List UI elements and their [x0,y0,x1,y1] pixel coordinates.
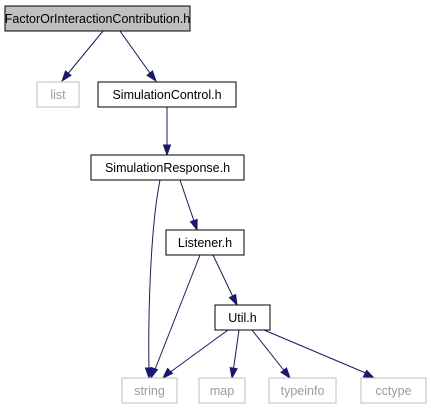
edge-util-to-cctype [263,329,376,379]
edge-arrowhead [280,367,291,380]
node-root-file-label: FactorOrInteractionContribution.h [5,12,191,26]
node-map-label: map [210,384,234,398]
node-map-box [198,377,246,404]
edge-line [232,329,240,373]
node-simulation-control-label: SimulationControl.h [112,88,221,102]
edge-arrowhead [228,293,238,307]
edge-simresp-to-listener [179,179,198,232]
node-simulation-response-box [90,154,245,181]
node-cctype-label: cctype [375,384,411,398]
edge-arrowhead [189,218,198,232]
edge-util-to-typeinfo [251,329,291,380]
node-simulation-response[interactable]: SimulationResponse.h [90,154,245,181]
edge-line [251,329,287,374]
edge-arrowhead [146,70,157,83]
node-listener-label: Listener.h [178,236,232,250]
edge-simresp-to-string [144,179,161,380]
edges-layer [61,30,376,380]
edge-line [168,329,229,374]
edge-arrowhead [229,366,238,380]
node-typeinfo-label: typeinfo [281,384,325,398]
node-list-box [36,81,80,108]
node-string-label: string [134,384,165,398]
node-map[interactable]: map [198,377,246,404]
edge-line [212,254,235,300]
node-simulation-response-label: SimulationResponse.h [105,161,230,175]
edge-line [119,30,153,77]
node-string[interactable]: string [121,377,178,404]
node-typeinfo[interactable]: typeinfo [268,377,337,404]
edge-arrowhead [161,367,174,380]
node-cctype[interactable]: cctype [360,377,427,404]
node-typeinfo-box [268,377,337,404]
node-util-box [214,304,271,331]
edge-simctrl-to-simresp [162,107,172,157]
edge-line [263,329,369,375]
edge-listener-to-string [150,254,201,380]
edge-listener-to-util [212,254,238,307]
node-root-file-box [4,5,191,32]
edge-util-to-map [229,329,240,380]
node-simulation-control-box [97,81,237,108]
edge-arrowhead [61,70,72,83]
edge-root-to-simctrl [119,30,157,83]
edge-line [65,30,104,77]
node-listener[interactable]: Listener.h [165,229,245,256]
node-list-label: list [50,88,66,102]
node-root-file[interactable]: FactorOrInteractionContribution.h [4,5,191,32]
node-util-label: Util.h [228,311,257,325]
nodes-layer: FactorOrInteractionContribution.h list S… [4,5,427,404]
edge-root-to-list [61,30,104,83]
edge-util-to-string [161,329,229,380]
node-simulation-control[interactable]: SimulationControl.h [97,81,237,108]
edge-line [148,179,161,373]
edge-line [153,254,201,373]
edge-arrowhead [150,366,159,380]
node-cctype-box [360,377,427,404]
node-string-box [121,377,178,404]
node-util[interactable]: Util.h [214,304,271,331]
node-listener-box [165,229,245,256]
node-list[interactable]: list [36,81,80,108]
edge-arrowhead [162,144,172,157]
edge-line [179,179,196,225]
edge-arrowhead [362,369,376,379]
